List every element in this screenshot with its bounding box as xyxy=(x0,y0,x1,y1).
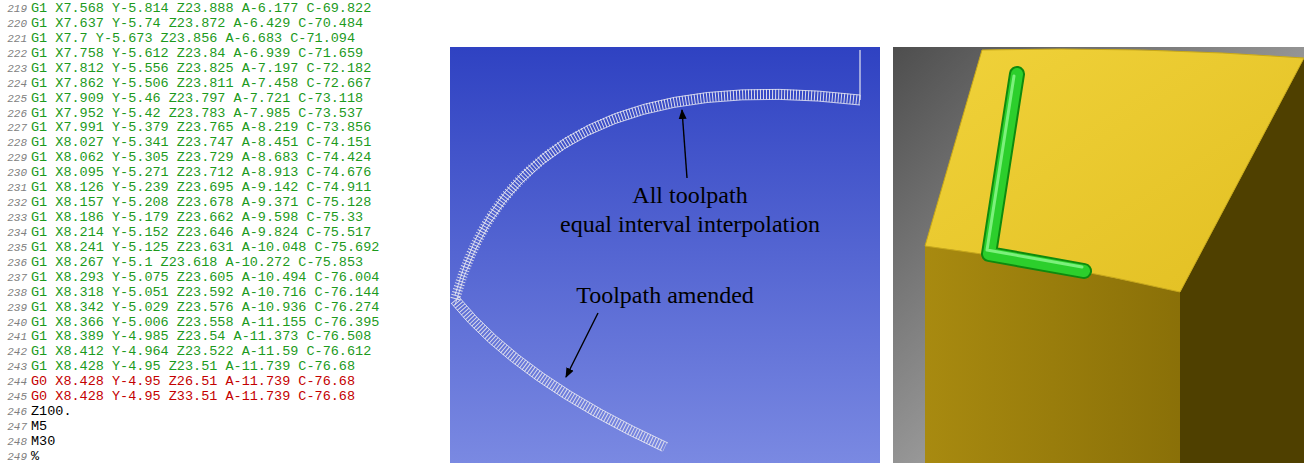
line-number: 238 xyxy=(0,285,27,301)
annotation-label: Toolpath amended xyxy=(576,282,754,309)
line-number: 229 xyxy=(0,150,27,166)
gcode-line: G1 X8.241 Y-5.125 Z23.631 A-10.048 C-75.… xyxy=(31,240,379,256)
gcode-line: G1 X7.952 Y-5.42 Z23.783 A-7.985 C-73.53… xyxy=(31,106,363,122)
line-number: 244 xyxy=(0,374,27,390)
line-number: 220 xyxy=(0,16,27,32)
gcode-line: Z100. xyxy=(31,404,72,420)
render-panel xyxy=(893,47,1304,463)
line-number: 234 xyxy=(0,225,27,241)
line-number: 242 xyxy=(0,344,27,360)
line-number: 237 xyxy=(0,270,27,286)
gcode-line: G1 X8.214 Y-5.152 Z23.646 A-9.824 C-75.5… xyxy=(31,225,371,241)
viewport-panel xyxy=(450,47,880,463)
line-number: 233 xyxy=(0,210,27,226)
annotation-label: All toolpath xyxy=(632,182,747,209)
gcode-line: G1 X8.412 Y-4.964 Z23.522 A-11.59 C-76.6… xyxy=(31,344,371,360)
leader-arrow xyxy=(682,110,687,178)
gcode-line: G1 X7.991 Y-5.379 Z23.765 A-8.219 C-73.8… xyxy=(31,120,371,136)
amended-ribbon xyxy=(451,297,668,451)
line-number: 246 xyxy=(0,404,27,420)
groove-shadow xyxy=(989,74,1084,271)
line-number: 249 xyxy=(0,449,27,463)
line-number: 227 xyxy=(0,120,27,136)
gcode-line: G1 X8.186 Y-5.179 Z23.662 A-9.598 C-75.3… xyxy=(31,210,363,226)
gcode-line: G1 X8.293 Y-5.075 Z23.605 A-10.494 C-76.… xyxy=(31,270,379,286)
leader-arrow xyxy=(566,313,598,377)
tool-retract-line xyxy=(859,50,860,100)
gcode-line: G1 X7.568 Y-5.814 Z23.888 A-6.177 C-69.8… xyxy=(31,1,371,17)
gcode-line: G1 X7.7 Y-5.673 Z23.856 A-6.683 C-71.094 xyxy=(31,31,355,47)
line-number: 247 xyxy=(0,419,27,435)
gcode-line: G1 X8.428 Y-4.95 Z23.51 A-11.739 C-76.68 xyxy=(31,359,355,375)
line-number: 245 xyxy=(0,389,27,405)
line-number: 240 xyxy=(0,315,27,331)
gcode-line: G1 X8.389 Y-4.985 Z23.54 A-11.373 C-76.5… xyxy=(31,329,371,345)
line-number: 248 xyxy=(0,434,27,450)
line-number: 241 xyxy=(0,329,27,345)
line-number: 231 xyxy=(0,180,27,196)
line-number: 222 xyxy=(0,46,27,62)
line-number: 243 xyxy=(0,359,27,375)
gcode-line: G1 X8.126 Y-5.239 Z23.695 A-9.142 C-74.9… xyxy=(31,180,371,196)
line-number: 224 xyxy=(0,76,27,92)
gcode-line: G1 X8.366 Y-5.006 Z23.558 A-11.155 C-76.… xyxy=(31,315,379,331)
toolpath-ribbon xyxy=(455,89,860,305)
groove-highlight xyxy=(987,76,1082,267)
line-number: 236 xyxy=(0,255,27,271)
line-number: 226 xyxy=(0,106,27,122)
line-number: 235 xyxy=(0,240,27,256)
block-top-face xyxy=(925,49,1304,292)
gcode-line: G1 X8.095 Y-5.271 Z23.712 A-8.913 C-74.6… xyxy=(31,165,371,181)
line-number: 225 xyxy=(0,91,27,107)
gcode-line: G1 X8.318 Y-5.051 Z23.592 A-10.716 C-76.… xyxy=(31,285,379,301)
gcode-line: G0 X8.428 Y-4.95 Z26.51 A-11.739 C-76.68 xyxy=(31,374,355,390)
line-number: 228 xyxy=(0,135,27,151)
annotation-label: equal interval interpolation xyxy=(560,211,820,238)
gcode-line: G1 X8.267 Y-5.1 Z23.618 A-10.272 C-75.85… xyxy=(31,255,363,271)
line-number: 232 xyxy=(0,195,27,211)
line-number: 221 xyxy=(0,31,27,47)
gcode-line: % xyxy=(31,449,39,463)
gcode-line: G1 X7.637 Y-5.74 Z23.872 A-6.429 C-70.48… xyxy=(31,16,363,32)
gcode-line: G1 X8.342 Y-5.029 Z23.576 A-10.936 C-76.… xyxy=(31,300,379,316)
gcode-line: G1 X7.812 Y-5.556 Z23.825 A-7.197 C-72.1… xyxy=(31,61,371,77)
gcode-line: G1 X8.062 Y-5.305 Z23.729 A-8.683 C-74.4… xyxy=(31,150,371,166)
gcode-line: G1 X7.862 Y-5.506 Z23.811 A-7.458 C-72.6… xyxy=(31,76,371,92)
gcode-line: M30 xyxy=(31,434,55,450)
gcode-line: G1 X7.909 Y-5.46 Z23.797 A-7.721 C-73.11… xyxy=(31,91,363,107)
gcode-line: G1 X7.758 Y-5.612 Z23.84 A-6.939 C-71.65… xyxy=(31,46,363,62)
gcode-line: M5 xyxy=(31,419,47,435)
gcode-line: G1 X8.027 Y-5.341 Z23.747 A-8.451 C-74.1… xyxy=(31,135,371,151)
line-number: 219 xyxy=(0,1,27,17)
line-number: 230 xyxy=(0,165,27,181)
gcode-line: G1 X8.157 Y-5.208 Z23.678 A-9.371 C-75.1… xyxy=(31,195,371,211)
line-number: 223 xyxy=(0,61,27,77)
line-number: 239 xyxy=(0,300,27,316)
groove-toolpath xyxy=(989,74,1084,271)
gcode-line: G0 X8.428 Y-4.95 Z33.51 A-11.739 C-76.68 xyxy=(31,389,355,405)
